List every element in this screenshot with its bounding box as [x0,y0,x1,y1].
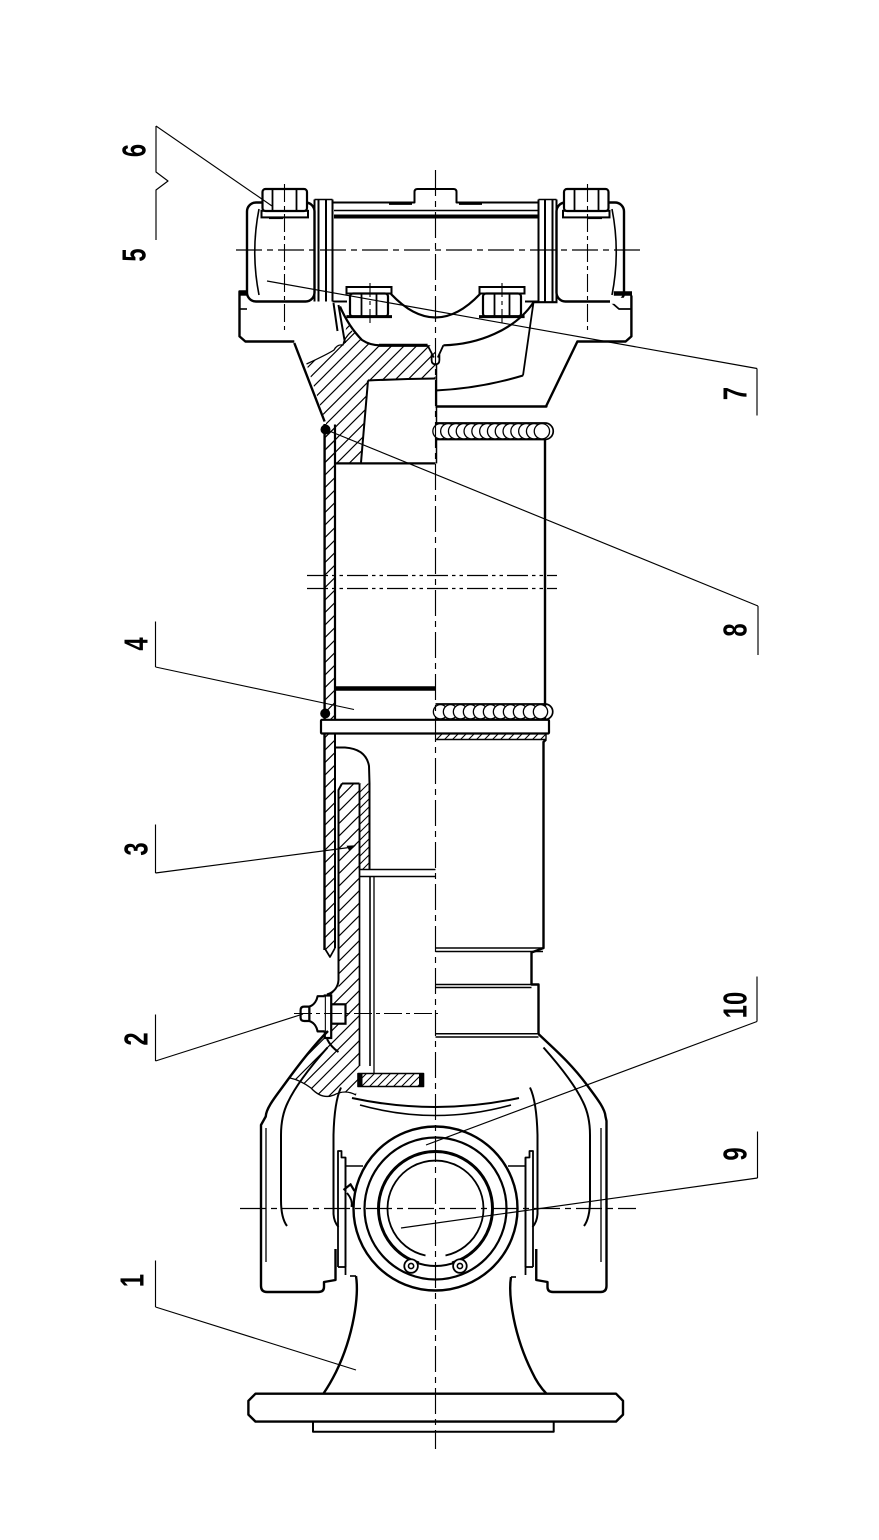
svg-text:4: 4 [119,637,156,650]
svg-text:10: 10 [718,992,755,1018]
svg-text:5: 5 [117,248,154,261]
svg-text:2: 2 [119,1032,156,1045]
svg-text:9: 9 [718,1147,755,1160]
svg-text:7: 7 [718,387,755,400]
svg-text:8: 8 [718,623,755,636]
svg-text:1: 1 [115,1274,152,1287]
svg-text:6: 6 [117,144,154,157]
svg-text:3: 3 [119,842,156,855]
